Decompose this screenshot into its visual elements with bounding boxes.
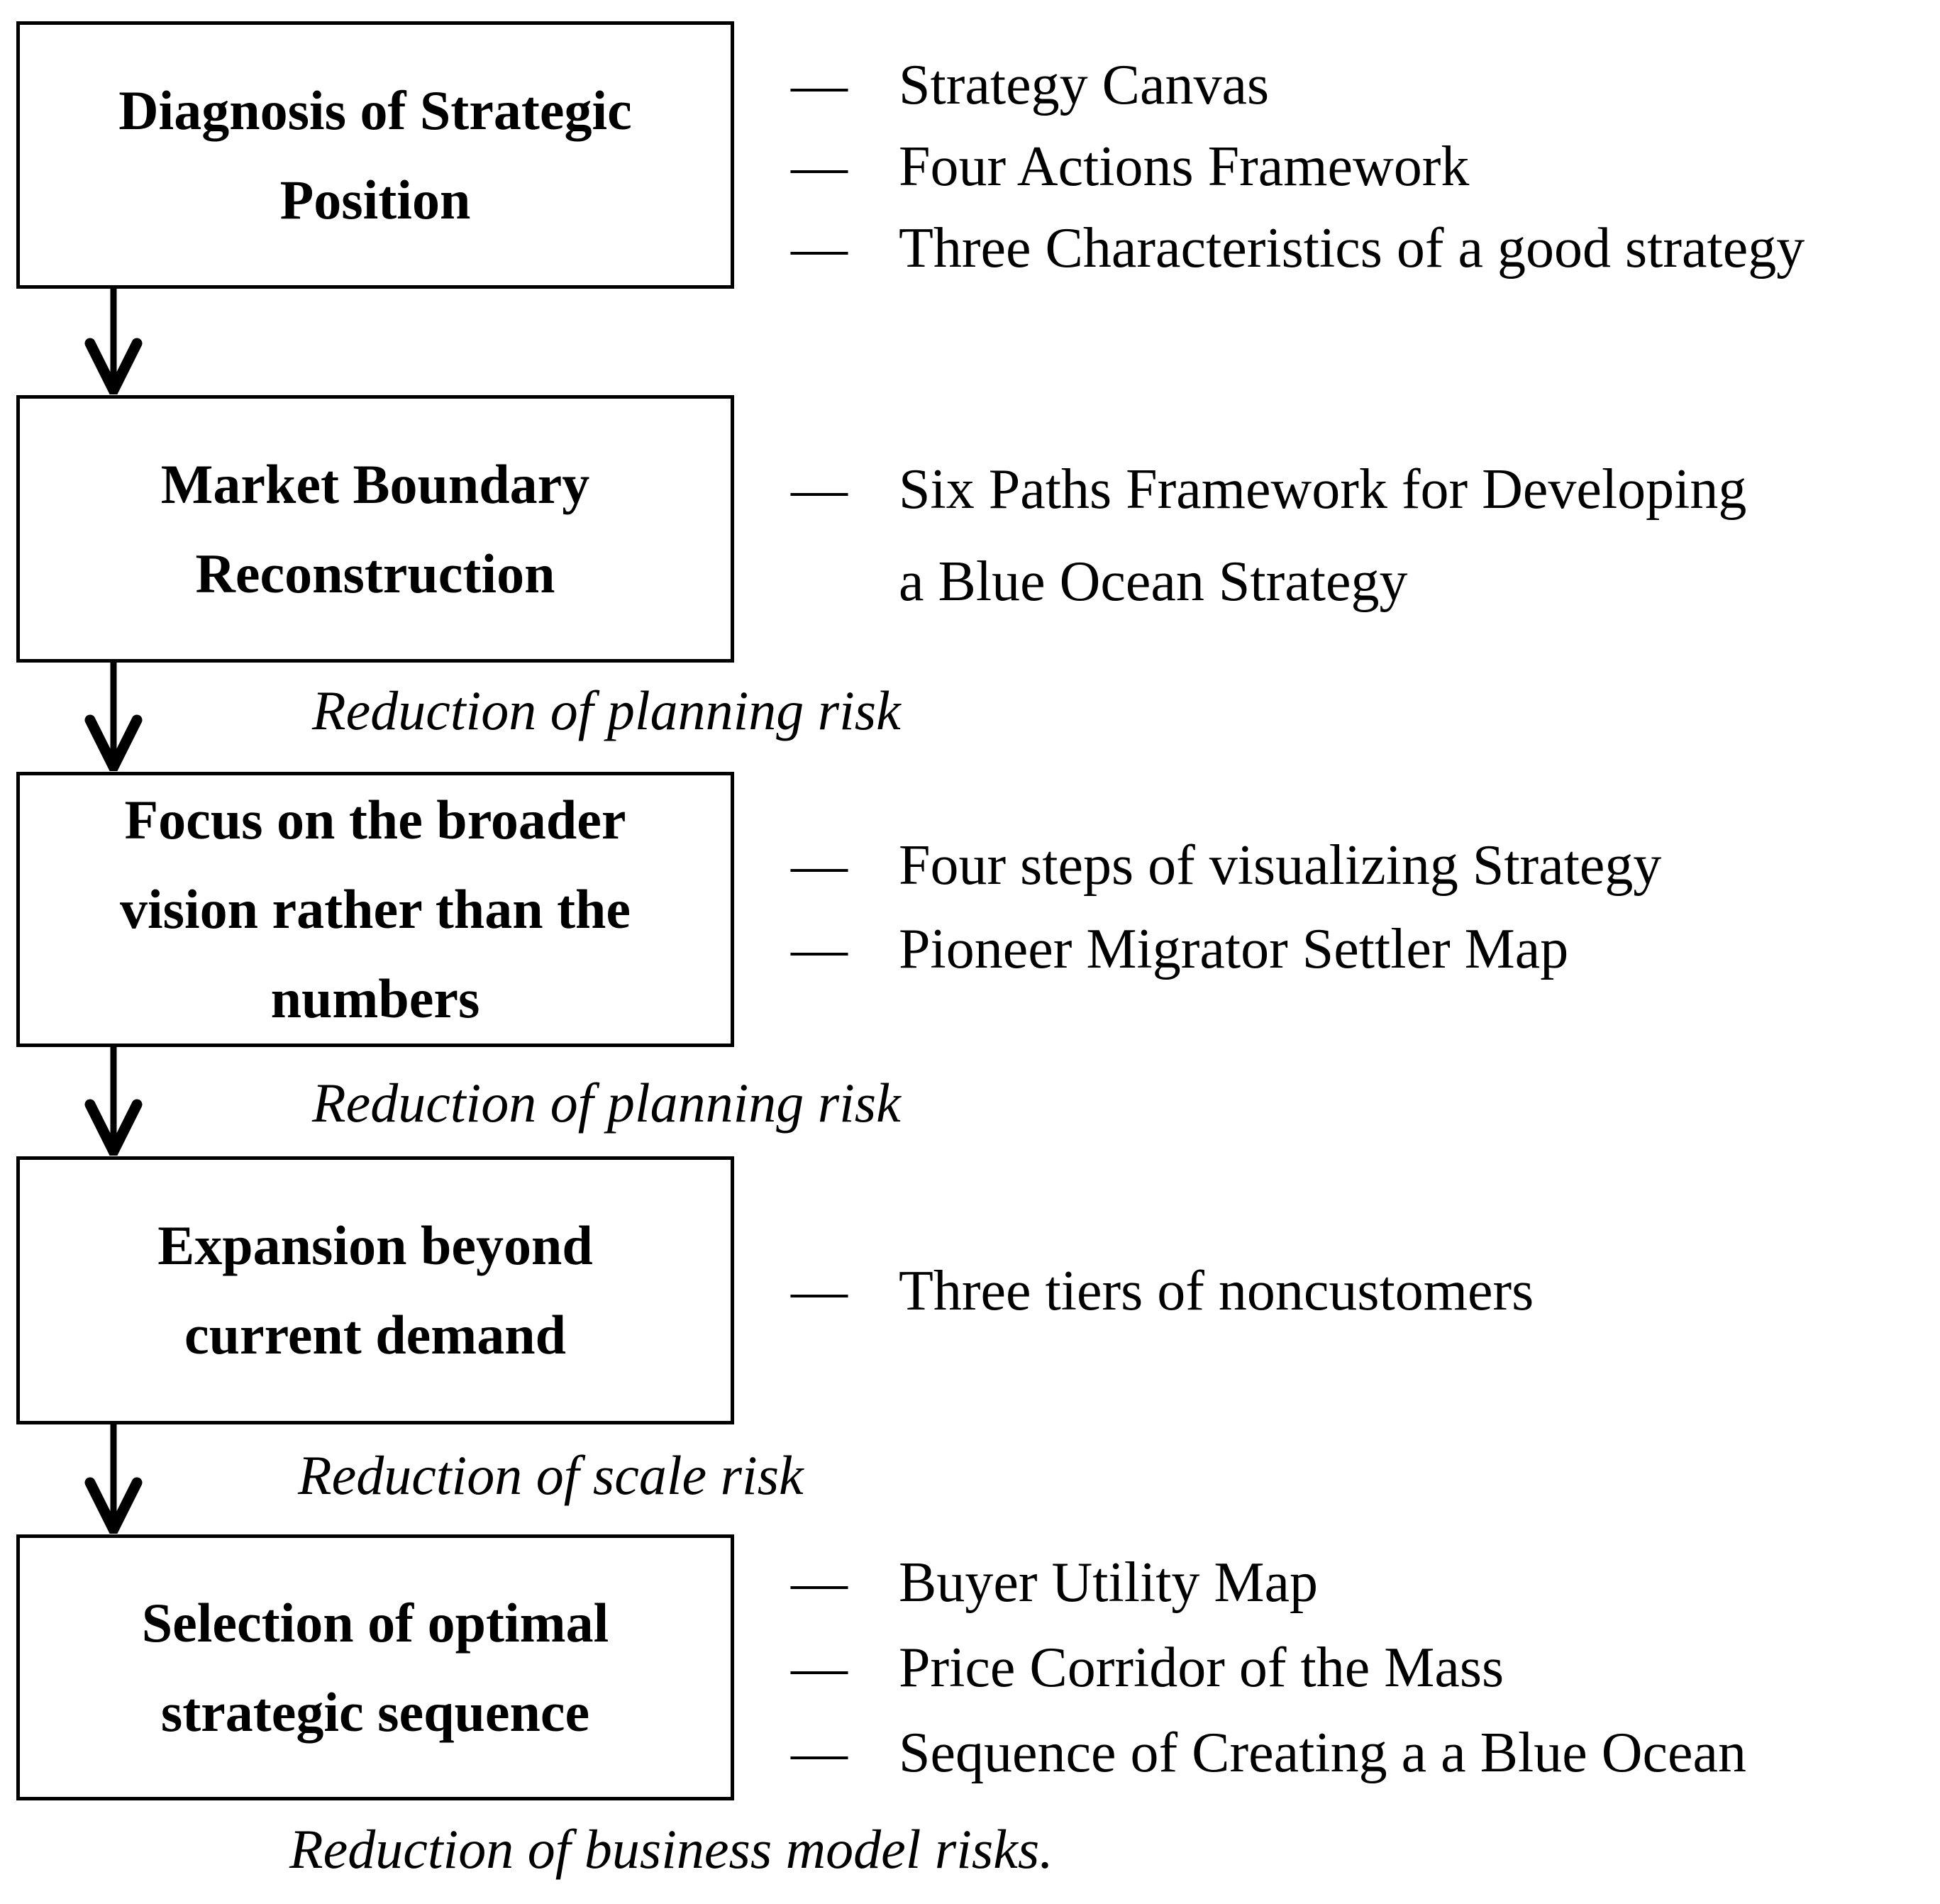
down-arrow-icon	[71, 662, 156, 771]
em-dash-bullet: —	[791, 54, 848, 116]
list-item: — Six Paths Framework for Developing a B…	[791, 443, 1746, 628]
tool-list-strategic-sequence: — Buyer Utility Map — Price Corridor of …	[791, 1540, 1746, 1795]
risk-label-planning-2: Reduction of planning risk	[312, 1072, 901, 1134]
list-item: — Pioneer Migrator Settler Map	[791, 907, 1661, 991]
em-dash-bullet: —	[791, 1637, 848, 1699]
em-dash-bullet: —	[791, 458, 848, 521]
em-dash-bullet: —	[791, 135, 848, 198]
list-item: — Three Characteristics of a good strate…	[791, 208, 1805, 289]
tool-list-market-boundary: — Six Paths Framework for Developing a B…	[791, 443, 1746, 628]
list-item-text: Six Paths Framework for Developing a Blu…	[899, 458, 1747, 613]
step-box-strategic-sequence: Selection of optimal strategic sequence	[16, 1534, 734, 1800]
em-dash-bullet: —	[791, 1722, 848, 1784]
list-item: — Strategy Canvas	[791, 45, 1805, 126]
footer-risk-label: Reduction of business model risks.	[289, 1818, 1053, 1880]
tool-list-broader-vision: — Four steps of visualizing Strategy — P…	[791, 824, 1661, 991]
list-item-text: Three Characteristics of a good strategy	[899, 217, 1805, 279]
list-item-text: Sequence of Creating a a Blue Ocean	[899, 1722, 1747, 1784]
list-item-text: Four Actions Framework	[899, 135, 1470, 198]
step-box-diagnosis: Diagnosis of Strategic Position	[16, 21, 734, 289]
em-dash-bullet: —	[791, 1260, 848, 1322]
list-item-text: Strategy Canvas	[899, 54, 1270, 116]
risk-label-planning-1: Reduction of planning risk	[312, 680, 901, 741]
em-dash-bullet: —	[791, 217, 848, 279]
down-arrow-icon	[71, 288, 156, 394]
list-item-text: Three tiers of noncustomers	[899, 1260, 1534, 1322]
list-item: — Buyer Utility Map	[791, 1540, 1746, 1625]
list-item-text: Buyer Utility Map	[899, 1551, 1319, 1614]
list-item: — Price Corridor of the Mass	[791, 1625, 1746, 1710]
list-item-text: Price Corridor of the Mass	[899, 1637, 1504, 1699]
list-item: — Sequence of Creating a a Blue Ocean	[791, 1710, 1746, 1795]
risk-label-scale: Reduction of scale risk	[298, 1444, 804, 1506]
list-item: — Four Actions Framework	[791, 126, 1805, 208]
em-dash-bullet: —	[791, 834, 848, 897]
em-dash-bullet: —	[791, 1551, 848, 1614]
step-box-expansion: Expansion beyond current demand	[16, 1156, 734, 1424]
list-item: — Three tiers of noncustomers	[791, 1251, 1534, 1332]
down-arrow-icon	[71, 1046, 156, 1156]
list-item-text: Four steps of visualizing Strategy	[899, 834, 1662, 897]
step-box-broader-vision: Focus on the broader vision rather than …	[16, 772, 734, 1047]
down-arrow-icon	[71, 1424, 156, 1534]
list-item-text: Pioneer Migrator Settler Map	[899, 918, 1569, 980]
em-dash-bullet: —	[791, 918, 848, 980]
step-box-market-boundary: Market Boundary Reconstruction	[16, 395, 734, 663]
tool-list-expansion: — Three tiers of noncustomers	[791, 1251, 1534, 1332]
list-item: — Four steps of visualizing Strategy	[791, 824, 1661, 907]
tool-list-diagnosis: — Strategy Canvas — Four Actions Framewo…	[791, 45, 1805, 289]
